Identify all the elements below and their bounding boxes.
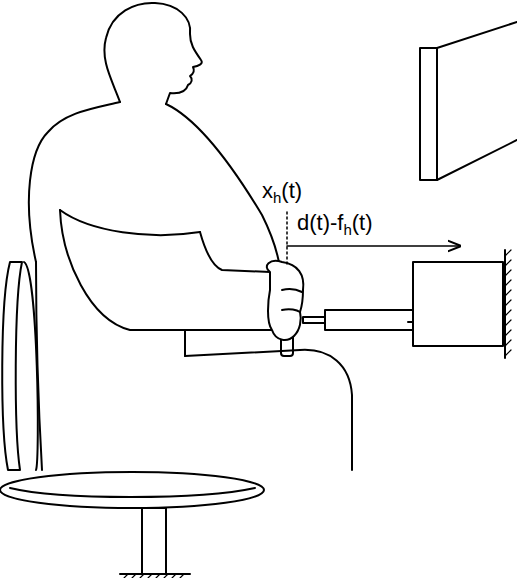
subscript: h	[343, 221, 351, 238]
torso	[29, 102, 120, 262]
rod	[303, 317, 325, 323]
upper-arm	[60, 210, 185, 330]
force-arrow	[287, 245, 460, 247]
force-label: d(t)-fh(t)	[297, 210, 373, 239]
signal-name: (t)	[352, 210, 373, 235]
forearm-bottom	[185, 329, 272, 331]
signal-name: d(t)-f	[297, 210, 343, 235]
floor	[120, 573, 190, 575]
forearm-top	[200, 232, 270, 272]
monitor	[420, 22, 517, 180]
position-label: xh(t)	[262, 178, 302, 207]
chair-back	[2, 262, 22, 470]
signal-name: x	[262, 178, 273, 203]
sleeve	[60, 210, 200, 235]
chair-post	[142, 508, 166, 574]
shirt-front	[166, 104, 280, 268]
chair-seat	[0, 472, 264, 508]
head	[104, 3, 201, 104]
position-line	[286, 212, 288, 266]
piston	[325, 310, 413, 330]
thigh	[185, 350, 352, 470]
actuator-body	[413, 262, 503, 346]
hand	[267, 261, 304, 340]
signal-name: (t)	[281, 178, 302, 203]
subscript: h	[273, 189, 281, 206]
